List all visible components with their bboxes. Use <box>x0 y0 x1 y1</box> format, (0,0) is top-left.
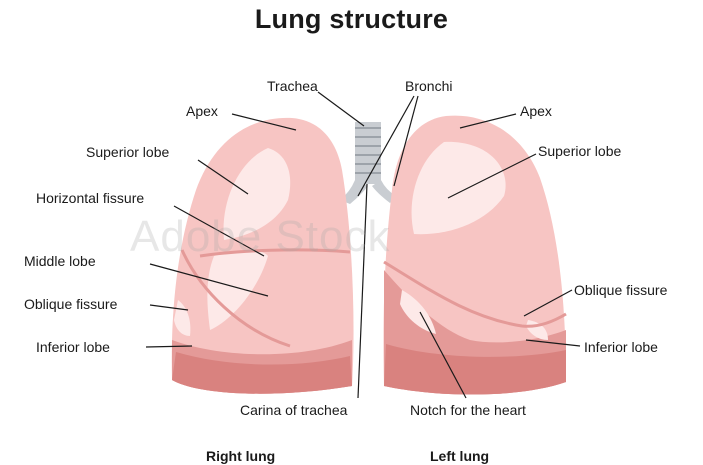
label-inferior-lobe-left: Inferior lobe <box>584 339 658 355</box>
caption-left-lung: Left lung <box>430 448 489 464</box>
label-horizontal-fissure: Horizontal fissure <box>36 190 144 206</box>
label-notch: Notch for the heart <box>410 402 526 418</box>
label-bronchi: Bronchi <box>405 78 452 94</box>
label-inferior-lobe-right: Inferior lobe <box>36 339 110 355</box>
label-apex-right: Apex <box>186 103 218 119</box>
watermark: Adobe Stock <box>130 212 391 262</box>
label-apex-left: Apex <box>520 103 552 119</box>
label-oblique-fissure-right: Oblique fissure <box>24 296 117 312</box>
trachea-shape <box>340 122 396 204</box>
label-middle-lobe: Middle lobe <box>24 253 96 269</box>
label-oblique-fissure-left: Oblique fissure <box>574 282 667 298</box>
label-superior-lobe-left: Superior lobe <box>538 143 621 159</box>
caption-right-lung: Right lung <box>206 448 275 464</box>
label-trachea: Trachea <box>267 78 318 94</box>
label-carina: Carina of trachea <box>240 402 347 418</box>
label-superior-lobe-right: Superior lobe <box>86 144 169 160</box>
